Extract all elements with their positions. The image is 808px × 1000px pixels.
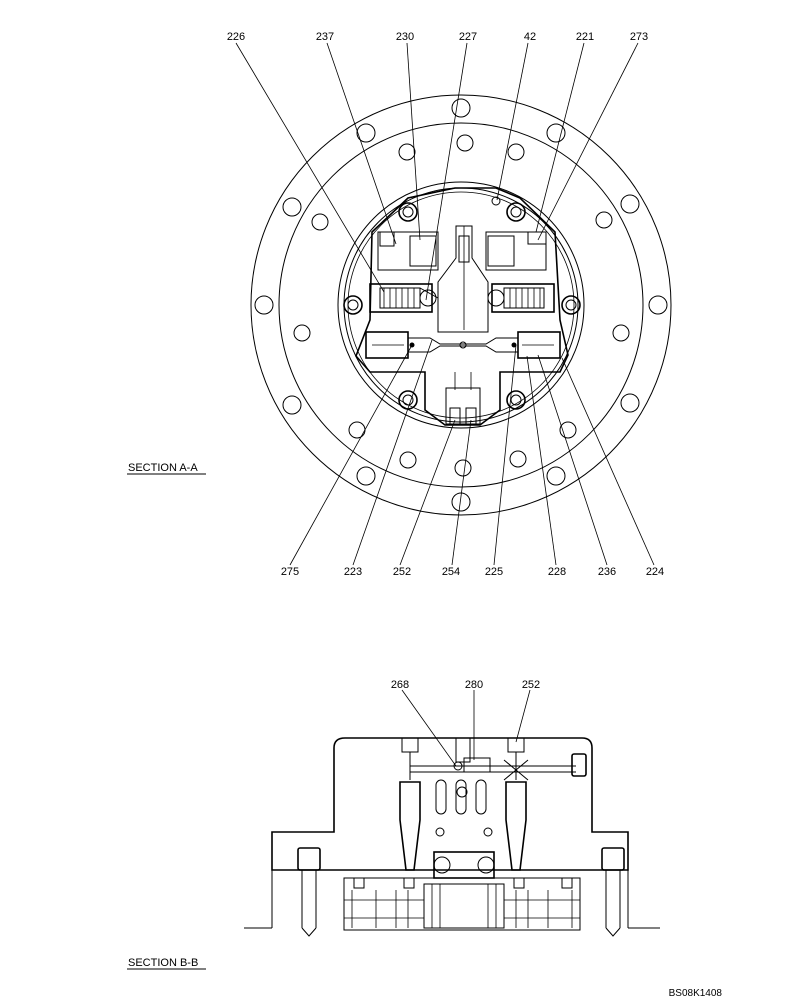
- section-a-bottom-labels: 275 223 252 254 225 228 236 224: [281, 566, 664, 578]
- callout-236: 236: [598, 566, 616, 578]
- callout-254: 254: [442, 566, 460, 578]
- callout-252: 252: [393, 566, 411, 578]
- section-a-leaders: [235, 42, 655, 566]
- callout-252-b: 252: [522, 679, 540, 691]
- section-b-top-labels: 268 280 252: [391, 679, 540, 691]
- drawing-code: BS08K1408: [669, 988, 723, 999]
- callout-275: 275: [281, 566, 299, 578]
- callout-227: 227: [459, 31, 477, 43]
- callout-224: 224: [646, 566, 664, 578]
- callout-280: 280: [465, 679, 483, 691]
- section-b-title: SECTION B-B: [128, 957, 198, 969]
- section-a-view: [250, 94, 672, 516]
- callout-221: 221: [576, 31, 594, 43]
- callout-42: 42: [524, 31, 536, 43]
- callout-223: 223: [344, 566, 362, 578]
- section-a-top-labels: 226 237 230 227 42 221 273: [227, 31, 648, 43]
- section-b-leaders: [401, 689, 531, 767]
- callout-228: 228: [548, 566, 566, 578]
- callout-225: 225: [485, 566, 503, 578]
- cover-bolts: [343, 196, 581, 410]
- callout-268: 268: [391, 679, 409, 691]
- callout-273: 273: [630, 31, 648, 43]
- callout-237: 237: [316, 31, 334, 43]
- section-b-view: [244, 737, 660, 937]
- outer-bolt-holes: [254, 98, 668, 512]
- callout-226: 226: [227, 31, 245, 43]
- section-a-title: SECTION A-A: [128, 462, 198, 474]
- callout-230: 230: [396, 31, 414, 43]
